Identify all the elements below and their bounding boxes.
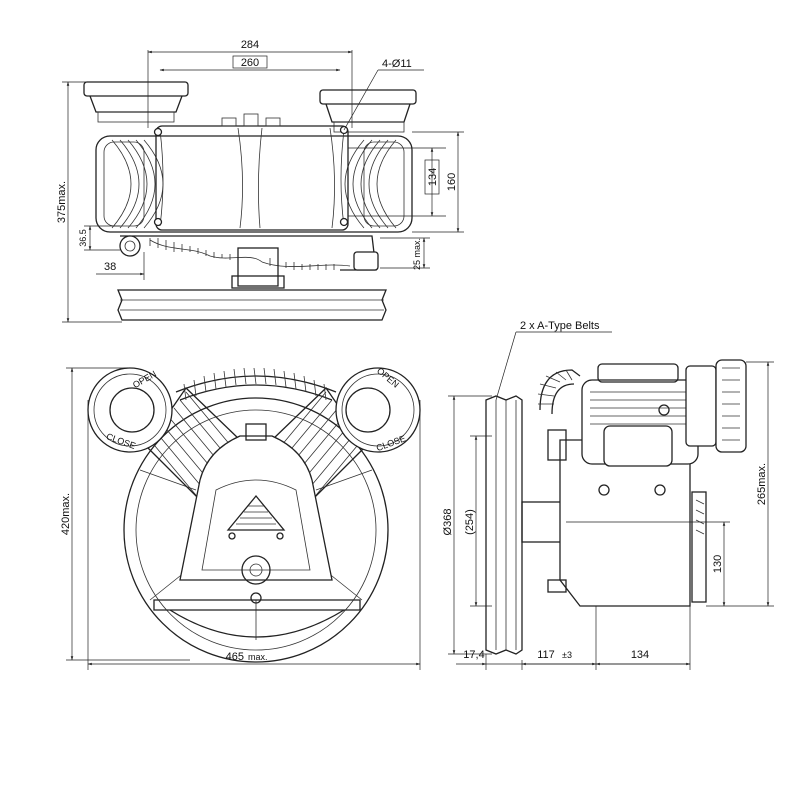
oil-sight-glass (241, 555, 271, 585)
top-view: 284 260 4-Ø11 134 160 (56, 39, 464, 323)
dim-bolt-holes-label: 4-Ø11 (382, 58, 412, 70)
front-right-filter: OPEN CLOSE (335, 366, 421, 453)
dim-160-label: 160 (446, 173, 458, 191)
dim-260: 260 (159, 55, 341, 72)
dim-265: 265max. (706, 361, 774, 607)
dim-side-bottom: 17,4 117 ±3 134 (456, 606, 691, 670)
dim-254-label: (254) (464, 509, 476, 535)
dim-bolt-holes: 4-Ø11 (343, 58, 424, 131)
dim-368-label: Ø368 (442, 509, 454, 536)
dim-284: 284 (147, 39, 353, 128)
dim-375: 375max. (56, 81, 122, 323)
dim-375-label: 375max. (56, 181, 68, 223)
dim-465-suffix: max. (248, 652, 268, 662)
dim-420-label: 420max. (60, 493, 72, 535)
front-view: OPEN CLOSE OPEN CLOSE 420max. 465 max. (60, 366, 421, 670)
dim-130: 130 (566, 521, 730, 607)
front-base (153, 592, 361, 638)
side-air-filter (685, 359, 747, 453)
dim-25-label: 25 max. (412, 238, 422, 270)
dim-36-5: 36.5 (78, 225, 120, 251)
dim-260-label: 260 (241, 57, 259, 69)
dim-25: 25 max. (380, 237, 430, 270)
dim-38-label: 38 (104, 261, 116, 273)
dim-134-top-label: 134 (427, 168, 439, 186)
side-view: 2 x A-Type Belts Ø368 (254) 265max. 13 (442, 320, 774, 670)
cylinder-block-top (95, 113, 413, 233)
dim-117-tolerance: ±3 (562, 650, 572, 660)
dim-265-label: 265max. (756, 463, 768, 505)
front-crankcase (179, 423, 333, 585)
dim-465-label: 465 (226, 651, 244, 663)
dim-134-side-label: 134 (631, 649, 649, 661)
pulley-top (117, 247, 387, 321)
belts-callout: 2 x A-Type Belts (495, 320, 612, 401)
dim-465: 465 max. (87, 400, 421, 670)
dim-38: 38 (96, 252, 145, 280)
dim-368: Ø368 (442, 395, 492, 655)
dim-17-4-label: 17,4 (463, 649, 484, 661)
dim-420: 420max. (60, 367, 190, 661)
dim-254: (254) (464, 435, 492, 607)
side-cylinder-head (581, 363, 699, 496)
left-air-filter (83, 81, 189, 123)
front-delivery-coil (175, 367, 337, 401)
dim-284-label: 284 (241, 39, 259, 51)
dim-160: 160 (412, 131, 464, 233)
dim-130-label: 130 (712, 555, 724, 573)
right-air-filter (319, 89, 417, 133)
belts-label: 2 x A-Type Belts (520, 320, 600, 332)
dim-117-label: 117 (537, 649, 555, 661)
side-coil (537, 369, 581, 415)
front-pulley-outer (123, 397, 389, 663)
dim-134-top: 134 (348, 147, 446, 217)
delivery-pipe-top (119, 235, 379, 271)
side-pulley (485, 395, 567, 655)
dim-36-5-label: 36.5 (78, 229, 88, 247)
front-left-filter: OPEN CLOSE (87, 367, 173, 453)
